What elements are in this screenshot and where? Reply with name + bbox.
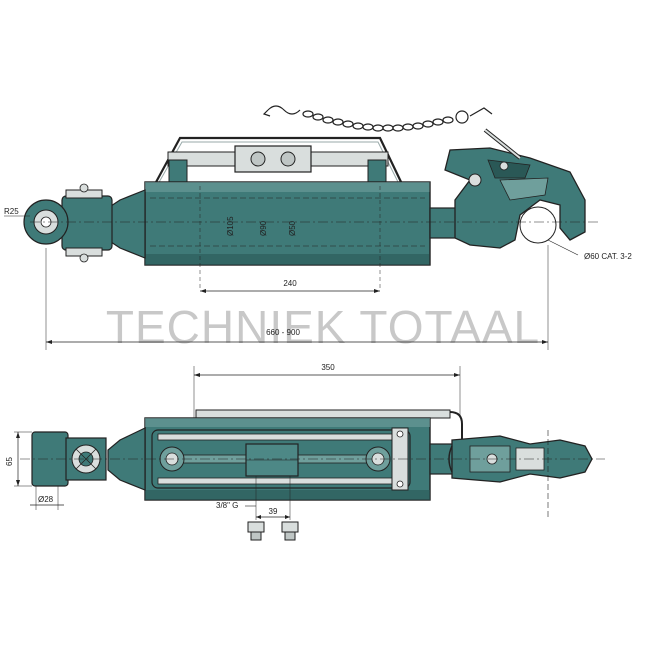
dimension-65-label: 65: [5, 457, 14, 466]
dimension-240-label: 240: [283, 279, 297, 288]
side-bolt-icon: [280, 151, 296, 167]
radius-label: R25: [4, 207, 19, 216]
top-left-neck: [107, 427, 146, 491]
top-view: 350: [5, 363, 605, 541]
side-right-rod: [429, 207, 459, 239]
length-range-label: 660 - 900: [266, 328, 300, 337]
dimension-350-label: 350: [321, 363, 335, 372]
diameter-28-label: Ø28: [38, 495, 54, 504]
safety-chain: [262, 105, 493, 132]
diameter-50-label: Ø50: [288, 220, 297, 236]
port-plug-icon: [247, 521, 265, 541]
side-left-eye: [23, 183, 113, 263]
side-coupling-block: [234, 145, 312, 173]
side-bolt-icon: [250, 151, 266, 167]
diameter-90-label: Ø90: [259, 220, 268, 236]
watermark-text: TECHNIEK TOTAAL: [106, 301, 540, 353]
diameter-105-label: Ø105: [226, 216, 235, 236]
dimension-39-label: 39: [269, 507, 278, 516]
hook-diameter-label: Ø60 CAT. 3-2: [584, 252, 632, 261]
side-hook-icon: [444, 128, 586, 249]
port-plug-icon: [281, 521, 299, 541]
side-cylinder-body: [144, 181, 431, 266]
top-left-eye: [31, 431, 107, 487]
side-view: R25 Ø105 Ø90 Ø50 240 Ø60 CAT. 3-2 660 - …: [4, 105, 632, 350]
thread-label: 3/8" G: [216, 501, 238, 510]
